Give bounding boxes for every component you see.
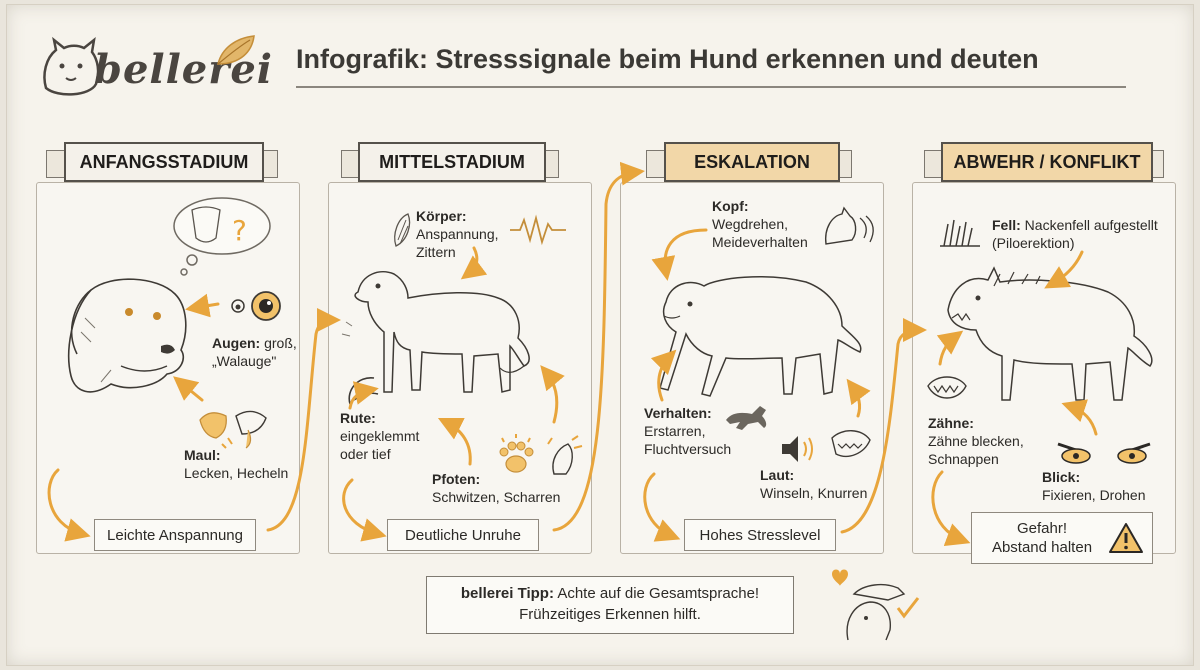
infographic-sheet: bellerei Infografik: Stresssignale beim … bbox=[6, 4, 1194, 666]
label-koerper: Körper:Anspannung,Zittern bbox=[416, 208, 499, 260]
warning-icon bbox=[1109, 523, 1143, 553]
label-laut: Laut:Winseln, Knurren bbox=[760, 467, 868, 501]
tongue-icon bbox=[199, 410, 267, 449]
petting-illustration bbox=[832, 569, 920, 641]
label-augen: Augen: groß,„Walauge" bbox=[212, 335, 297, 369]
summary-box-stage-1: Leichte Anspannung bbox=[94, 519, 256, 551]
label-maul: Maul:Lecken, Hecheln bbox=[184, 447, 289, 481]
raised-fur-icon bbox=[940, 219, 980, 247]
label-fell: Fell: Nackenfell aufgestellt(Piloerektio… bbox=[992, 217, 1158, 251]
checkmark-icon bbox=[896, 597, 920, 619]
banner-mittelstadium: MITTELSTADIUM bbox=[358, 142, 546, 182]
tense-dog-illustration bbox=[341, 271, 530, 393]
banner-abwehr-konflikt: ABWEHR / KONFLIKT bbox=[941, 142, 1153, 182]
leaf-icon bbox=[217, 35, 255, 65]
tip-head: bellerei Tipp: bbox=[460, 585, 554, 602]
summary-box-stage-4: Gefahr! Abstand halten bbox=[971, 512, 1153, 564]
label-pfoten: Pfoten:Schwitzen, Scharren bbox=[432, 471, 561, 505]
paw-sweat-icon bbox=[499, 434, 534, 473]
summary-box-stage-3: Hohes Stresslevel bbox=[684, 519, 836, 551]
worried-dog-head-illustration bbox=[68, 278, 187, 393]
tremble-wave-icon bbox=[510, 214, 566, 246]
label-kopf: Kopf:Wegdrehen,Meideverhalten bbox=[712, 198, 808, 250]
angry-eyes-icon bbox=[1057, 442, 1151, 464]
eye-icon bbox=[231, 291, 281, 321]
label-zaehne: Zähne:Zähne blecken,Schnappen bbox=[928, 415, 1024, 467]
muscle-icon bbox=[394, 213, 411, 247]
tip-box: bellerei Tipp: Achte auf die Gesamtsprac… bbox=[426, 576, 794, 634]
tip-text: Achte auf die Gesamtsprache! bbox=[557, 585, 760, 602]
dog-head-logo-icon bbox=[43, 36, 100, 96]
snarling-mouth-icon bbox=[831, 430, 871, 458]
sound-icon bbox=[782, 436, 813, 462]
dog-head-turn-icon bbox=[825, 206, 874, 245]
banner-anfangsstadium: ANFANGSSTADIUM bbox=[64, 142, 264, 182]
petting-hand-icon bbox=[852, 583, 906, 601]
label-verhalten: Verhalten:Erstarren,Fluchtversuch bbox=[644, 405, 732, 457]
scratch-paw-icon bbox=[547, 435, 583, 475]
running-dog-icon bbox=[726, 406, 767, 430]
svg-text:?: ? bbox=[232, 214, 247, 247]
flow-arrows bbox=[47, 161, 1098, 546]
aggressive-dog-illustration bbox=[947, 266, 1153, 401]
warning-line-2: Abstand halten bbox=[991, 539, 1093, 556]
brand-logo: bellerei bbox=[36, 35, 272, 106]
warning-line-1: Gefahr! bbox=[1016, 520, 1068, 537]
heart-icon bbox=[832, 569, 848, 586]
summary-box-stage-2: Deutliche Unruhe bbox=[387, 519, 539, 551]
teeth-icon bbox=[927, 376, 967, 399]
page-title: Infografik: Stresssignale beim Hund erke… bbox=[296, 44, 1039, 74]
tip-line-2: Frühzeitiges Erkennen hilft. bbox=[519, 606, 701, 623]
banner-eskalation: ESKALATION bbox=[664, 142, 840, 182]
label-blick: Blick:Fixieren, Drohen bbox=[1042, 469, 1146, 503]
title-underline bbox=[296, 86, 1126, 88]
avoidant-dog-illustration bbox=[659, 276, 862, 397]
thought-bubble-icon: ? bbox=[173, 197, 271, 276]
